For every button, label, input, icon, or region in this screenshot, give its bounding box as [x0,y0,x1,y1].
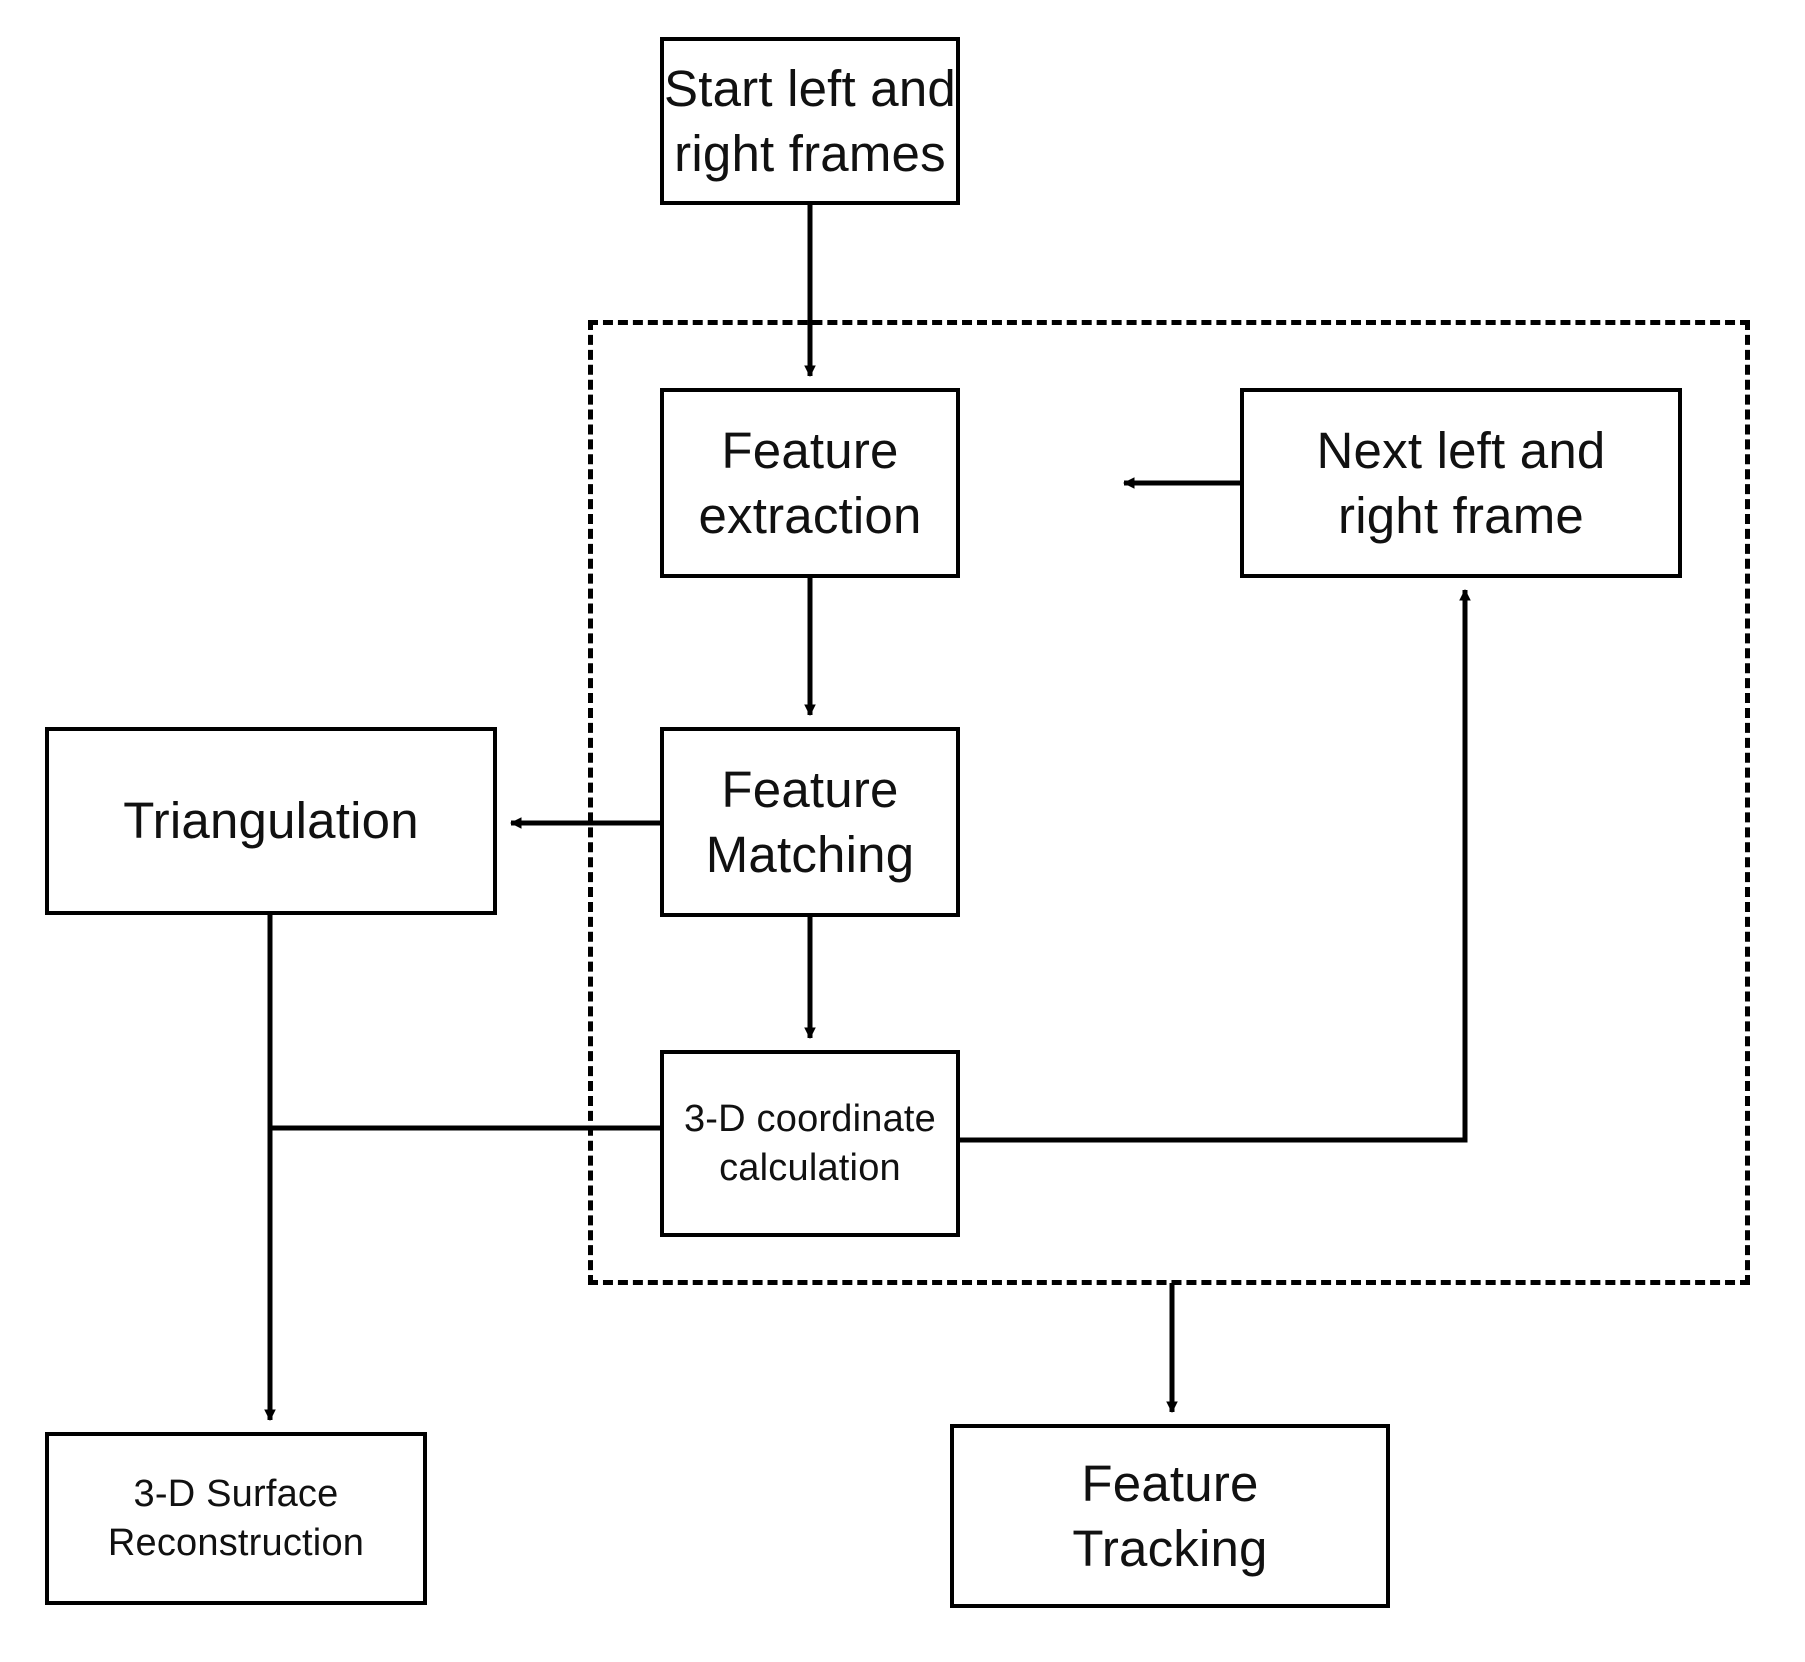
node-feature-tracking[interactable]: Feature Tracking [950,1424,1390,1608]
node-3d-coordinate-calculation[interactable]: 3-D coordinate calculation [660,1050,960,1237]
node-3d-surface-reconstruction[interactable]: 3-D Surface Reconstruction [45,1432,427,1605]
node-start-frames[interactable]: Start left and right frames [660,37,960,205]
node-feature-extraction[interactable]: Feature extraction [660,388,960,578]
iterative-loop-region [588,320,1750,1285]
node-triangulation[interactable]: Triangulation [45,727,497,915]
node-next-left-and-right-frame[interactable]: Next left and right frame [1240,388,1682,578]
node-feature-matching[interactable]: Feature Matching [660,727,960,917]
